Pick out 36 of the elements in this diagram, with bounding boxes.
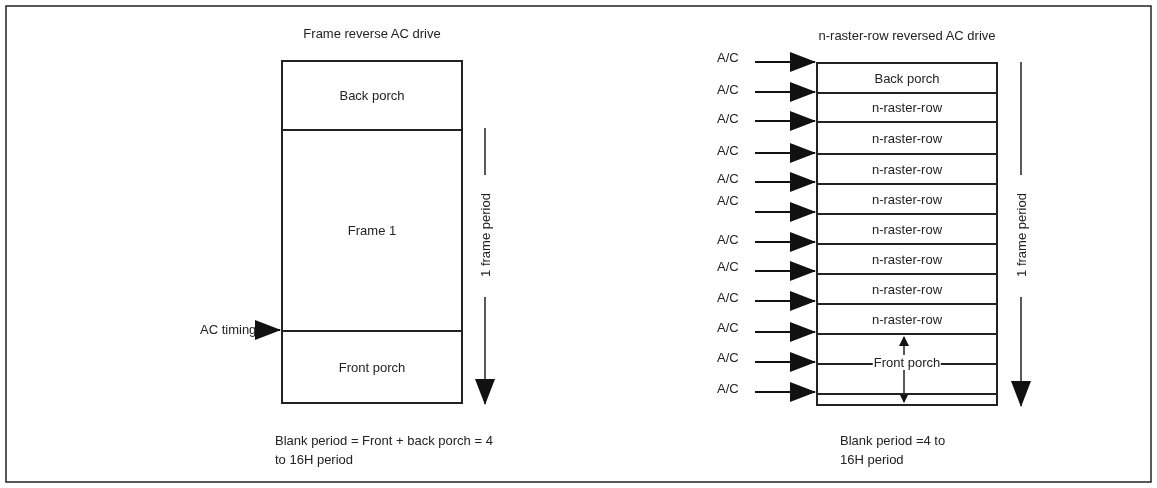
- arrow: [754, 291, 816, 311]
- signal-label: A/C: [717, 290, 739, 305]
- note-text: Blank period =4 to 16H period: [840, 432, 947, 469]
- signal-label: A/C: [717, 171, 739, 186]
- arrow: [255, 320, 281, 340]
- arrow: [754, 52, 816, 72]
- arrow: [754, 322, 816, 342]
- signal-label: A/C: [717, 259, 739, 274]
- band-label: n-raster-row: [870, 100, 944, 115]
- arrow: [754, 261, 816, 281]
- timing-label: AC timing: [200, 322, 257, 337]
- signal-label: A/C: [717, 143, 739, 158]
- signal-label: A/C: [717, 320, 739, 335]
- period-label: 1 frame period: [477, 193, 493, 277]
- arrow: [754, 352, 816, 372]
- period-label: 1 frame period: [1013, 193, 1029, 277]
- signal-label: A/C: [717, 350, 739, 365]
- band-label: Front porch: [872, 355, 942, 370]
- arrow: [754, 382, 816, 402]
- signal-label: A/C: [717, 193, 739, 208]
- signal-label: A/C: [717, 50, 739, 65]
- arrow: [754, 172, 816, 192]
- arrow: [754, 232, 816, 252]
- arrow: [754, 143, 816, 163]
- arrow: [754, 111, 816, 131]
- band-label: Back porch: [338, 88, 406, 103]
- panel-title: Frame reverse AC drive: [303, 26, 441, 41]
- panel-title: n-raster-row reversed AC drive: [818, 28, 996, 43]
- band-label: Frame 1: [346, 223, 398, 238]
- signal-label: A/C: [717, 111, 739, 126]
- signal-label: A/C: [717, 381, 739, 396]
- note-text: Blank period = Front + back porch = 4 to 16H period: [275, 432, 494, 469]
- signal-label: A/C: [717, 82, 739, 97]
- arrow: [754, 82, 816, 102]
- signal-label: A/C: [717, 232, 739, 247]
- arrow: [754, 202, 816, 222]
